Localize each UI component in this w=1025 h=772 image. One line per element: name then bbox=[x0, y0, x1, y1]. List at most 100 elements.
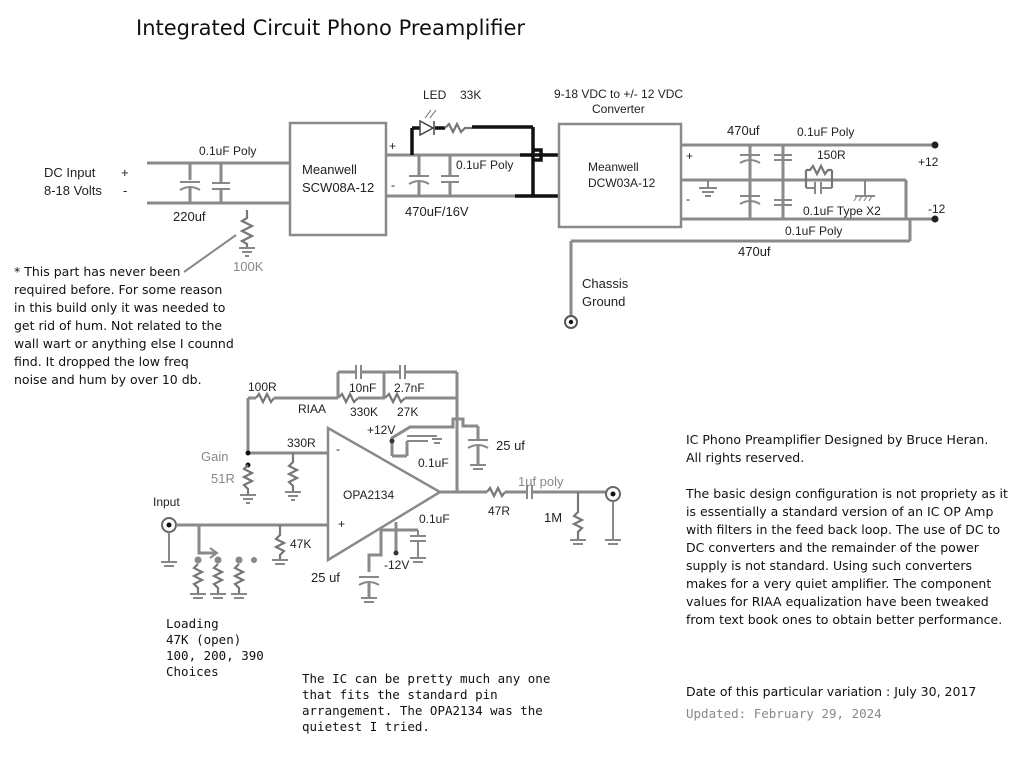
hum-note: * This part has never been required befo… bbox=[14, 263, 234, 389]
dc-input-label: DC Input bbox=[44, 165, 96, 180]
input-label: Input bbox=[153, 495, 180, 509]
dc-input-wires bbox=[147, 161, 290, 205]
hum-resistor-label: 100K bbox=[233, 259, 264, 274]
design-note-line: is essentially a standard version of an … bbox=[686, 504, 994, 519]
mid-poly-cap-label: 0.1uF Poly bbox=[456, 158, 514, 172]
credit-line: IC Phono Preamplifier Designed by Bruce … bbox=[686, 432, 989, 447]
converter2-plus: + bbox=[686, 149, 694, 163]
rail-neg-terminal bbox=[931, 215, 939, 223]
hum-note-line: noise and hum by over 10 db. bbox=[14, 372, 202, 387]
c-riaa1-label: 10nF bbox=[349, 381, 377, 395]
dc-input-plus: + bbox=[121, 165, 129, 180]
ground-cap-label: 0.1uF Type X2 bbox=[803, 204, 881, 218]
ground-resistor-label: 150R bbox=[817, 148, 846, 162]
opamp-triangle bbox=[326, 425, 443, 563]
design-note-line: supply is not standard. Using such conve… bbox=[686, 558, 973, 573]
ic-note-line: The IC can be pretty much any one bbox=[302, 671, 551, 686]
design-note-line: DC converters and the remainder of the p… bbox=[686, 540, 979, 555]
bulk-cap-top-label: 25 uf bbox=[496, 438, 525, 453]
updated-line: Updated: February 29, 2024 bbox=[686, 706, 882, 721]
rail-neg-label: -12 bbox=[928, 202, 946, 216]
design-note-line: makes for a very quiet amplifier. The co… bbox=[686, 576, 992, 591]
r-feedback-in-label: 100R bbox=[248, 380, 277, 394]
loading-note-line: 47K (open) bbox=[166, 632, 242, 647]
loading-note: Loading 47K (open) 100, 200, 390 Choices bbox=[166, 616, 264, 680]
ic-note-line: that fits the standard pin bbox=[302, 687, 498, 702]
date-line: Date of this particular variation : July… bbox=[686, 684, 977, 699]
loading-note-line: 100, 200, 390 bbox=[166, 648, 264, 663]
v-neg-label: -12V bbox=[384, 558, 410, 572]
bulk-cap-bottom-label: 25 uf bbox=[311, 570, 340, 585]
converter1-box bbox=[288, 121, 388, 237]
converter1-minus: - bbox=[391, 178, 395, 192]
converter1-name: Meanwell bbox=[302, 162, 357, 177]
converter2-heading-1: 9-18 VDC to +/- 12 VDC bbox=[554, 87, 684, 101]
converter2-name: Meanwell bbox=[588, 160, 639, 174]
page-title: Integrated Circuit Phono Preamplifier bbox=[136, 16, 526, 40]
converter1-plus: + bbox=[389, 139, 397, 153]
opamp-label: OPA2134 bbox=[343, 488, 395, 502]
hum-note-line: find. It dropped the low freq bbox=[14, 354, 189, 369]
hum-note-line: required before. For some reason bbox=[14, 282, 223, 297]
led-icon bbox=[419, 119, 435, 137]
opamp-inv-label: - bbox=[336, 442, 340, 456]
input-poly-cap bbox=[212, 163, 230, 203]
out-poly-cap-bottom-label: 0.1uF Poly bbox=[785, 224, 843, 238]
hum-note-line: * This part has never been bbox=[14, 264, 181, 279]
dc-input-minus: - bbox=[123, 183, 128, 198]
mid-elec-cap-label: 470uF/16V bbox=[405, 204, 469, 219]
led-label: LED bbox=[423, 88, 447, 102]
loading-note-line: Loading bbox=[166, 616, 219, 631]
converter2-minus: - bbox=[686, 192, 690, 206]
v-pos-label: +12V bbox=[367, 423, 396, 437]
opamp-noninv-label: + bbox=[338, 517, 346, 531]
out-poly-cap-top-label: 0.1uF Poly bbox=[797, 125, 855, 139]
note-pointer bbox=[183, 234, 237, 273]
input-electrolytic-cap bbox=[179, 163, 201, 203]
converter2-box bbox=[557, 122, 683, 229]
hum-note-line: in this build only it was needed to bbox=[14, 300, 226, 315]
ic-note-line: quietest I tried. bbox=[302, 719, 430, 734]
dc-input-volts: 8-18 Volts bbox=[44, 183, 102, 198]
input-poly-cap-label: 0.1uF Poly bbox=[199, 144, 257, 158]
design-note-line: values for RIAA equalization have been t… bbox=[686, 594, 989, 609]
credit-line: All rights reserved. bbox=[686, 450, 805, 465]
design-note-line: from text book ones to obtain better per… bbox=[686, 612, 1003, 627]
hum-resistor-100k bbox=[239, 210, 255, 257]
riaa-label: RIAA bbox=[298, 402, 327, 416]
r-out-shunt-label: 1M bbox=[544, 510, 563, 525]
hum-note-line: get rid of hum. Not related to the bbox=[14, 318, 223, 333]
chassis-ground-label-1: Chassis bbox=[582, 276, 629, 291]
r-riaa2-label: 27K bbox=[397, 405, 419, 419]
design-note-line: The basic design configuration is not pr… bbox=[686, 486, 1008, 501]
credit-note: IC Phono Preamplifier Designed by Bruce … bbox=[686, 431, 988, 467]
led-resistor-label: 33K bbox=[460, 88, 482, 102]
r-gain-label: 51R bbox=[211, 471, 235, 486]
mid-electrolytic-cap bbox=[408, 155, 430, 196]
design-note-line: with filters in the feed back loop. The … bbox=[686, 522, 1001, 537]
rail-pos-terminal bbox=[931, 141, 939, 149]
converter2-heading-2: Converter bbox=[592, 102, 645, 116]
rail-pos-label: +12 bbox=[918, 155, 939, 169]
c-out-label: 1uf poly bbox=[518, 474, 564, 489]
out-elec-cap-top-label: 470uf bbox=[727, 123, 760, 138]
r-out-label: 47R bbox=[488, 504, 511, 518]
decoupling-top-label: 0.1uF bbox=[418, 456, 449, 470]
ic-note-line: arrangement. The OPA2134 was the bbox=[302, 703, 543, 718]
ground-icon bbox=[699, 180, 717, 197]
r-riaa1-label: 330K bbox=[350, 405, 379, 419]
loading-resistors bbox=[190, 556, 257, 599]
chassis-ground-icon bbox=[853, 180, 875, 202]
decoupling-bottom-label: 0.1uF bbox=[419, 512, 450, 526]
loading-note-line: Choices bbox=[166, 664, 219, 679]
converter1-model: SCW08A-12 bbox=[302, 180, 375, 195]
gain-label: Gain bbox=[201, 449, 229, 464]
converter2-model: DCW03A-12 bbox=[588, 176, 656, 190]
r-gain-series-label: 330R bbox=[287, 436, 316, 450]
design-note: The basic design configuration is not pr… bbox=[686, 485, 1008, 629]
input-elec-cap-label: 220uf bbox=[173, 209, 206, 224]
chassis-ground-label-2: Ground bbox=[582, 294, 626, 309]
r-load-label: 47K bbox=[290, 537, 312, 551]
hum-note-line: wall wart or anything else I counnd bbox=[14, 336, 234, 351]
